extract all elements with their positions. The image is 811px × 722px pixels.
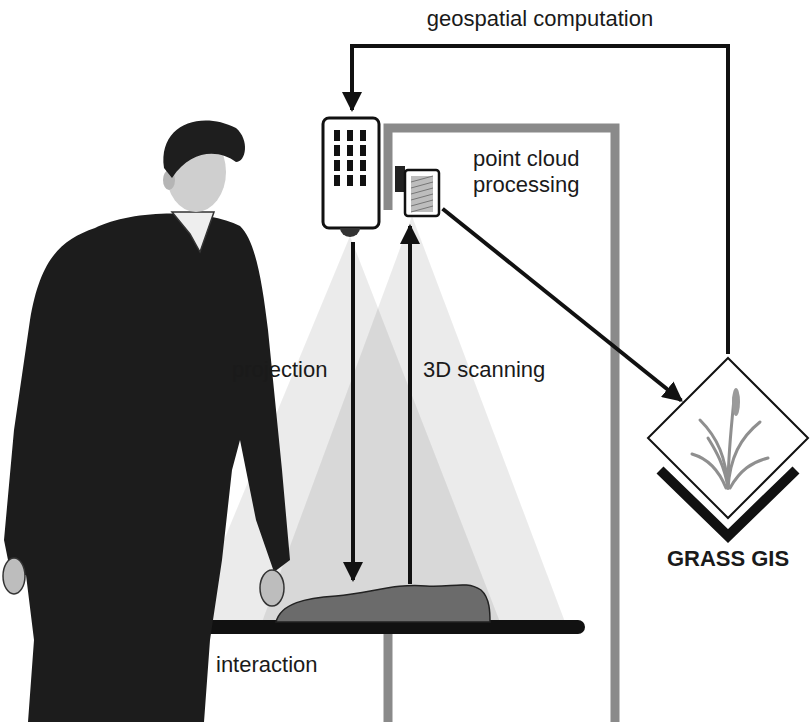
node-text: GRASS GIS (648, 546, 808, 572)
scanner-body (405, 170, 439, 216)
arrow-connector (408, 226, 412, 584)
scanner-sensor (411, 176, 433, 212)
person-body (4, 213, 290, 722)
diamond-shape (648, 358, 808, 518)
projector-vents (334, 130, 366, 186)
left-hand (3, 558, 25, 594)
sand-model-node: interaction (276, 578, 490, 622)
scanning-beam (262, 216, 565, 622)
node-text: point cloud processing (473, 146, 598, 199)
person (3, 121, 290, 722)
process-label: projection (232, 357, 327, 383)
scanner-hatch (411, 176, 433, 182)
scanner-hatch (411, 206, 433, 212)
scanner-shape (395, 162, 441, 216)
edge-label: 3D scanning (423, 357, 545, 383)
projection-arrow (351, 242, 355, 580)
scanner-node: point cloud processing (395, 162, 441, 216)
process-label: geospatial computation (427, 6, 653, 32)
right-hand (260, 570, 284, 606)
grass-icon (692, 398, 768, 488)
scanner-mount (395, 166, 405, 192)
scanner-hatch (411, 194, 433, 200)
hair (163, 121, 245, 178)
scanner-hatch (411, 188, 433, 194)
gis-logo-node: GRASS GIS (648, 358, 808, 518)
projector-lens (340, 228, 360, 237)
node-text: interaction (216, 652, 318, 678)
scanner-hatch (411, 182, 433, 188)
seed-head (732, 388, 740, 416)
sand-model (276, 585, 490, 622)
collar (172, 212, 214, 252)
projector-body (323, 118, 379, 228)
diamond-outline (648, 358, 808, 518)
table-stand (384, 634, 393, 722)
sand-shape (276, 578, 490, 622)
projector (323, 118, 379, 237)
scanner-hatch (411, 200, 433, 206)
